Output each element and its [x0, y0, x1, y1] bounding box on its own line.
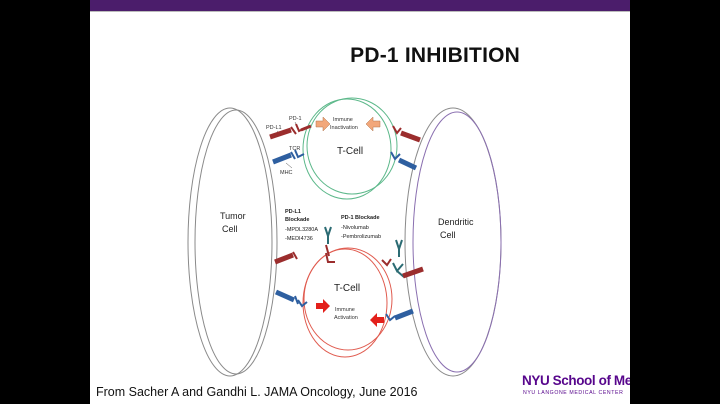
pd1-receptor-dendritic-top — [392, 125, 421, 143]
dendritic-cell-label-1: Dendritic — [438, 217, 474, 227]
activation-arrow-right — [370, 313, 384, 327]
tcr-receptor-dendritic-bottom — [385, 308, 414, 322]
pdl1-blockade-drug-1: -MPDL3280A — [285, 227, 318, 233]
pd1-receptor-bottom — [325, 244, 335, 263]
pdl1-blockade-title-1: PD-L1 — [285, 209, 301, 215]
tcr-receptor-top — [294, 149, 305, 159]
pd1-blockade-drug-2: -Pembrolizumab — [341, 234, 381, 240]
immune-activation-label-1: Immune — [335, 307, 355, 313]
pdl1-blockade-drug-2: -MEDI4736 — [285, 236, 313, 242]
antibody-pd1-dendritic — [392, 262, 405, 278]
slide: PD-1 INHIBITION Tumor Cell Dendritic Cel… — [90, 0, 630, 404]
pdl1-receptor-top — [269, 126, 297, 140]
mhc-receptor-top — [272, 151, 296, 165]
tcr-label: TCR — [289, 146, 300, 152]
inactivation-arrow-left — [315, 116, 331, 132]
antibody-pdl1 — [324, 226, 332, 244]
slide-title: PD-1 INHIBITION — [350, 44, 520, 67]
dendritic-cell-label-2: Cell — [440, 230, 456, 240]
mhc-receptor-bottom — [274, 289, 299, 305]
logo-center-name: NYU LANGONE MEDICAL CENTER — [523, 390, 624, 396]
pdl1-label: PD-L1 — [266, 125, 282, 131]
header-divider — [90, 11, 630, 12]
tcr-receptor-dendritic-top — [390, 151, 418, 171]
logo-school-name: NYU School of Medicine — [522, 373, 630, 388]
tcr-receptor-bottom — [297, 299, 308, 308]
inactivation-arrow-right — [365, 116, 381, 132]
activation-arrow-left — [316, 299, 330, 313]
tumor-cell-label-2: Cell — [222, 224, 238, 234]
pdl1-receptor-bottom — [274, 251, 298, 265]
dendritic-cell — [404, 107, 502, 377]
pd1-receptor-top — [295, 123, 312, 133]
pd1-diagram: Tumor Cell Dendritic Cell T-Cell T-Cell … — [187, 97, 502, 377]
pd1-blockade-drug-1: -Nivolumab — [341, 225, 369, 231]
immune-inactivation-label-2: Inactivation — [330, 125, 358, 131]
immune-activation-label-2: Activation — [334, 315, 358, 321]
tumor-cell-label-1: Tumor — [220, 211, 246, 221]
t-cell-top-label: T-Cell — [337, 146, 363, 157]
header-bar — [90, 0, 630, 11]
mhc-label: MHC — [280, 170, 293, 176]
t-cell-top — [302, 97, 398, 200]
antibody-pd1 — [395, 239, 403, 257]
pd1-blockade-title: PD-1 Blockade — [341, 215, 380, 221]
pdl1-blockade-title-2: Blockade — [285, 217, 309, 223]
nyu-logo: NYU School of Medicine NYU LANGONE MEDIC… — [522, 373, 630, 401]
citation: From Sacher A and Gandhi L. JAMA Oncolog… — [96, 385, 418, 399]
t-cell-bottom-label: T-Cell — [334, 283, 360, 294]
tumor-cell — [187, 107, 278, 377]
pd1-label: PD-1 — [289, 116, 302, 122]
immune-inactivation-label-1: Immune — [333, 117, 353, 123]
t-cell-bottom — [302, 247, 393, 358]
pd1-receptor-dendritic-bottom — [381, 258, 424, 279]
